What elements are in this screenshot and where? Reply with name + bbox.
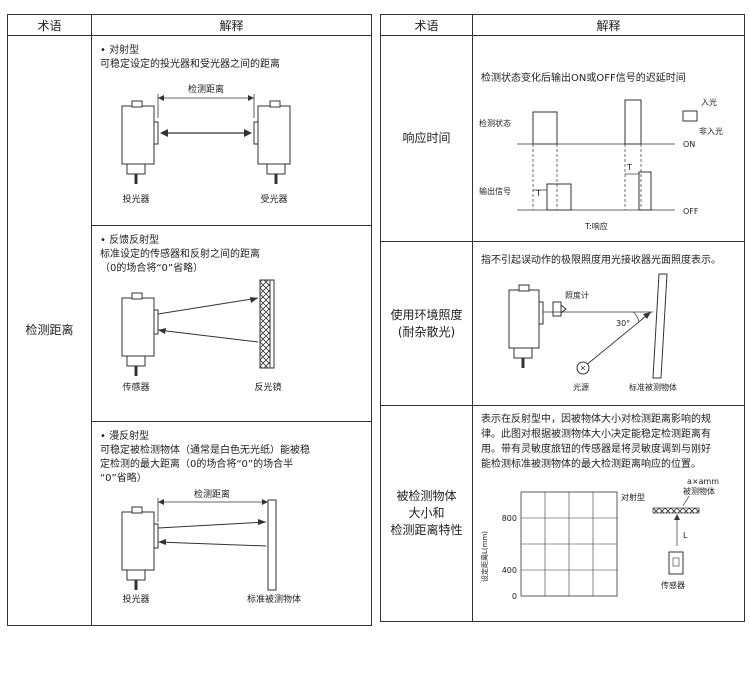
standard-object — [267, 499, 277, 591]
ambient-object — [652, 273, 668, 379]
light-source-label: 光源 — [573, 382, 589, 392]
diffuse-diagram: 检测距离 投光器 标准被测物体 — [121, 488, 301, 605]
t-marker-1: T — [535, 189, 541, 198]
diffuse-text-3: “0”省略） — [100, 473, 147, 484]
left-header-term: 术语 — [7, 14, 92, 36]
tick-400: 400 — [502, 566, 517, 575]
term-detection-distance: 检测距离 — [7, 35, 92, 626]
response-cell: 检测状态变化后输出ON或OFF信号的迟延时间 检测状态 ON 入光 非入光 输出… — [472, 35, 745, 242]
diffuse-object-label: 标准被测物体 — [247, 593, 301, 605]
output-signal-label: 输出信号 — [479, 186, 511, 196]
size-term-1: 被检测物体 — [396, 489, 457, 503]
response-text: 检测状态变化后输出ON或OFF信号的迟延时间 — [481, 73, 686, 84]
tick-0: 0 — [512, 592, 517, 601]
through-beam-cell: 对射型 可稳定设定的投光器和受光器之间的距离 — [91, 35, 372, 226]
ambient-sensor-body — [508, 289, 540, 349]
diffuse-distance-label: 检测距离 — [194, 488, 230, 500]
diffuse-cell: 漫反射型 可稳定被检测物体（通常是白色无光纸）能被稳 定检测的最大距离（0的场合… — [91, 421, 372, 626]
light-in-label: 入光 — [701, 97, 717, 107]
retro-sensor-body — [121, 297, 155, 357]
illuminometer-label: 照度计 — [565, 290, 589, 300]
detect-pulse-2 — [624, 99, 642, 145]
size-y-axis-label: 设定距离L(mm) — [480, 531, 489, 582]
size-term-2: 大小和 — [408, 506, 445, 520]
tick-800: 800 — [502, 514, 517, 523]
term-ambient-illuminance: 使用环境照度 (耐杂散光) — [380, 241, 473, 406]
size-text-1: 表示在反射型中，因被物体大小对检测距离影响的规 — [481, 414, 711, 425]
emitter-label: 投光器 — [122, 193, 149, 205]
t-response-label: T:响应 — [584, 221, 608, 231]
size-text-4: 能检测标准被测物体的最大检测距离响应的位置。 — [481, 459, 701, 470]
through-beam-diagram: 检测距离 投光器 受光器 — [121, 83, 291, 205]
ambient-object-label: 标准被测物体 — [629, 382, 677, 392]
left-header-desc: 解释 — [91, 14, 372, 36]
through-beam-distance-label: 检测距离 — [188, 83, 224, 95]
right-glossary-table: 术语 解释 响应时间 检测状态变化后输出ON或OFF信号的迟延时间 检测状态 O… — [380, 14, 745, 622]
retro-title: 反馈反射型 — [100, 234, 363, 248]
through-beam-text: 可稳定设定的投光器和受光器之间的距离 — [100, 59, 280, 70]
size-text-3: 用。带有灵敏度旅钮的传感器是将灵敏度调到与刚好 — [481, 444, 711, 455]
illuminometer — [552, 301, 562, 317]
object-size-label-1: a×amm — [687, 477, 719, 486]
size-term-3: 检测距离特性 — [390, 523, 463, 537]
receiver-label: 受光器 — [260, 193, 287, 205]
right-header-term: 术语 — [380, 14, 473, 36]
emitter-body — [121, 105, 155, 165]
l-label: L — [683, 531, 688, 540]
ambient-cell: 指不引起误动作的极限照度用光接收器光面照度表示。 照度计 30° — [472, 241, 745, 406]
light-out-label: 非入光 — [699, 126, 723, 136]
retro-sensor-label: 传感器 — [122, 381, 149, 393]
object-size-label-2: 被测物体 — [683, 486, 715, 496]
size-object-plate — [652, 507, 700, 514]
detect-state-label: 检测状态 — [479, 118, 511, 128]
ambient-term-1: 使用环境照度 — [390, 307, 463, 322]
retro-diagram: 传感器 反光镜 — [121, 279, 282, 393]
diffuse-emitter-body — [121, 511, 155, 571]
through-beam-title: 对射型 — [100, 44, 363, 58]
retro-cell: 反馈反射型 标准设定的传感器和反射之间的距离 （0的场合将“0”省略） — [91, 225, 372, 422]
off-label: OFF — [683, 207, 699, 216]
receiver-body — [257, 105, 291, 165]
right-header-desc: 解释 — [472, 14, 745, 36]
output-pulse-1 — [546, 183, 572, 211]
size-series-label: 对射型 — [621, 492, 645, 502]
reflector-label: 反光镜 — [254, 381, 281, 393]
reflector — [259, 279, 271, 369]
output-pulse-2 — [638, 171, 652, 211]
ambient-diagram: 照度计 30° 光源 标准被测物体 — [508, 273, 677, 392]
on-label: ON — [683, 140, 695, 149]
size-text-2: 律。此图对根据被测物体大小决定能稳定检测距离有 — [481, 429, 711, 440]
diffuse-text-2: 定检测的最大距离（0的场合将“0”的场合半 — [100, 459, 294, 470]
t-marker-2: T — [626, 163, 632, 172]
term-response-time: 响应时间 — [380, 35, 473, 242]
retro-text-1: 标准设定的传感器和反射之间的距离 — [100, 249, 260, 260]
diffuse-emitter-label: 投光器 — [122, 593, 149, 605]
diffuse-title: 漫反射型 — [100, 430, 363, 444]
size-chart: 设定距离L(mm) 800 400 0 对射型 a×amm 被测物体 — [480, 477, 719, 601]
term-object-size: 被检测物体 大小和 检测距离特性 — [380, 405, 473, 622]
ambient-text: 指不引起误动作的极限照度用光接收器光面照度表示。 — [481, 255, 721, 266]
legend-box — [682, 110, 698, 122]
angle-label: 30° — [616, 319, 630, 328]
ambient-term-2: (耐杂散光) — [397, 324, 456, 339]
detect-pulse-1 — [532, 111, 558, 145]
left-glossary-table: 术语 解释 检测距离 对射型 可稳定设定的投光器和受光器之间的距离 — [7, 14, 372, 626]
response-timing-diagram: 检测状态 ON 入光 非入光 输出信号 OFF — [479, 97, 723, 231]
size-cell: 表示在反射型中，因被物体大小对检测距离影响的规 律。此图对根据被测物体大小决定能… — [472, 405, 745, 622]
size-sensor-label: 传感器 — [661, 580, 685, 590]
diffuse-text-1: 可稳定被检测物体（通常是白色无光纸）能被稳 — [100, 445, 310, 456]
retro-text-2: （0的场合将“0”省略） — [100, 263, 204, 274]
